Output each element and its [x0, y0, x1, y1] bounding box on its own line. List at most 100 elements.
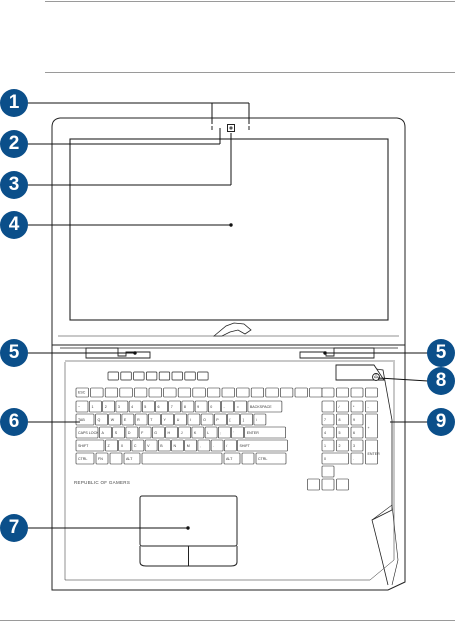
function-key: [105, 388, 118, 397]
svg-text:5: 5: [144, 405, 146, 409]
hotkey-button: [121, 372, 132, 380]
svg-text:O: O: [203, 418, 206, 422]
hotkey-button: [134, 372, 145, 380]
svg-text:4: 4: [324, 431, 326, 435]
numpad-key: 4: [322, 427, 334, 438]
svg-text:ESC: ESC: [78, 391, 86, 395]
svg-text:.: .: [353, 457, 354, 461]
svg-text:7: 7: [324, 418, 326, 422]
arrow-up-key: [322, 466, 334, 477]
svg-text:BACKSPACE: BACKSPACE: [250, 405, 272, 409]
enter-key: ENTER: [245, 427, 286, 438]
key: Y: [162, 414, 174, 425]
key: L: [205, 427, 217, 438]
hotkey-button: [185, 372, 196, 380]
function-key: [222, 388, 235, 397]
svg-text:ENTER: ENTER: [368, 452, 381, 456]
key: Z: [106, 440, 118, 451]
key: 9: [195, 401, 207, 412]
key: J: [179, 427, 191, 438]
key: 2: [103, 401, 115, 412]
svg-text:G: G: [154, 431, 157, 435]
svg-text:1: 1: [324, 444, 326, 448]
right-alt-key: ALT: [224, 453, 240, 464]
rog-logo: [214, 323, 251, 336]
function-key: [266, 388, 279, 397]
key: S: [113, 427, 125, 438]
numpad-key: -: [366, 401, 378, 412]
callout-6: 6: [0, 408, 28, 436]
function-key: [193, 388, 206, 397]
svg-text:J: J: [181, 431, 183, 435]
key: G: [152, 427, 164, 438]
arrow-keys: [308, 466, 349, 490]
svg-text:H: H: [168, 431, 171, 435]
hotkey-button: [159, 372, 170, 380]
fn-key: FN: [96, 453, 108, 464]
svg-text:,: ,: [200, 444, 201, 448]
svg-text:4: 4: [131, 405, 133, 409]
hotkey-button: [198, 372, 209, 380]
arrow-left-key: [308, 479, 320, 490]
key: V: [145, 440, 157, 451]
key: F: [139, 427, 151, 438]
svg-text:U: U: [177, 418, 180, 422]
key: ;: [218, 427, 230, 438]
svg-text:3: 3: [353, 444, 355, 448]
key: C: [132, 440, 144, 451]
laptop-base-outline: [52, 345, 405, 590]
key: -: [222, 401, 234, 412]
key: B: [158, 440, 170, 451]
svg-text:/: /: [226, 444, 227, 448]
key: T: [148, 414, 160, 425]
svg-text:CTRL: CTRL: [258, 457, 267, 461]
svg-text:8: 8: [339, 418, 341, 422]
key: E: [122, 414, 134, 425]
svg-text:6: 6: [353, 431, 355, 435]
key: U: [175, 414, 187, 425]
key: H: [166, 427, 178, 438]
svg-text:W: W: [111, 418, 115, 422]
svg-text:;: ;: [220, 431, 221, 435]
function-key: [91, 388, 104, 397]
function-key: ESC: [76, 388, 89, 397]
keyboard: ESC~1234567890-=BACKSPACETABQWERTYUIOP[]…: [76, 388, 322, 464]
numpad-key: 3: [351, 440, 363, 451]
key: K: [192, 427, 204, 438]
svg-text:M: M: [187, 444, 190, 448]
display-panel: [70, 139, 388, 320]
backspace-key: BACKSPACE: [248, 401, 282, 412]
svg-text:[: [: [230, 418, 231, 422]
key: 7: [169, 401, 181, 412]
callout-1: 1: [0, 89, 28, 117]
numpad-key: 7: [322, 414, 334, 425]
function-key: [134, 388, 147, 397]
arrow-right-key: [337, 479, 349, 490]
display-lid-outline: [52, 118, 405, 345]
svg-text:/: /: [339, 405, 340, 409]
function-key: [120, 388, 133, 397]
spacebar: [142, 453, 222, 464]
svg-text:SHIFT: SHIFT: [240, 444, 251, 448]
svg-text:8: 8: [184, 405, 186, 409]
callout-7: 7: [0, 514, 28, 542]
tab-key: TAB: [76, 414, 94, 425]
menu-key: [242, 453, 254, 464]
key: 4: [129, 401, 141, 412]
numpad-key: 2: [337, 440, 349, 451]
svg-text:TAB: TAB: [78, 418, 85, 422]
hotkey-button: [108, 372, 119, 380]
callout-9: 9: [427, 408, 455, 436]
windows-key: [110, 453, 122, 464]
function-key: [251, 388, 264, 397]
svg-text:5: 5: [339, 431, 341, 435]
numpad-plus-key: +: [366, 414, 378, 438]
numpad-function-key: [322, 388, 334, 397]
caps-lock-key: CAPS LOCK: [76, 427, 99, 438]
svg-text:D: D: [128, 431, 131, 435]
function-key: [149, 388, 162, 397]
hotkey-strip: [108, 372, 208, 380]
svg-text:0: 0: [324, 457, 326, 461]
